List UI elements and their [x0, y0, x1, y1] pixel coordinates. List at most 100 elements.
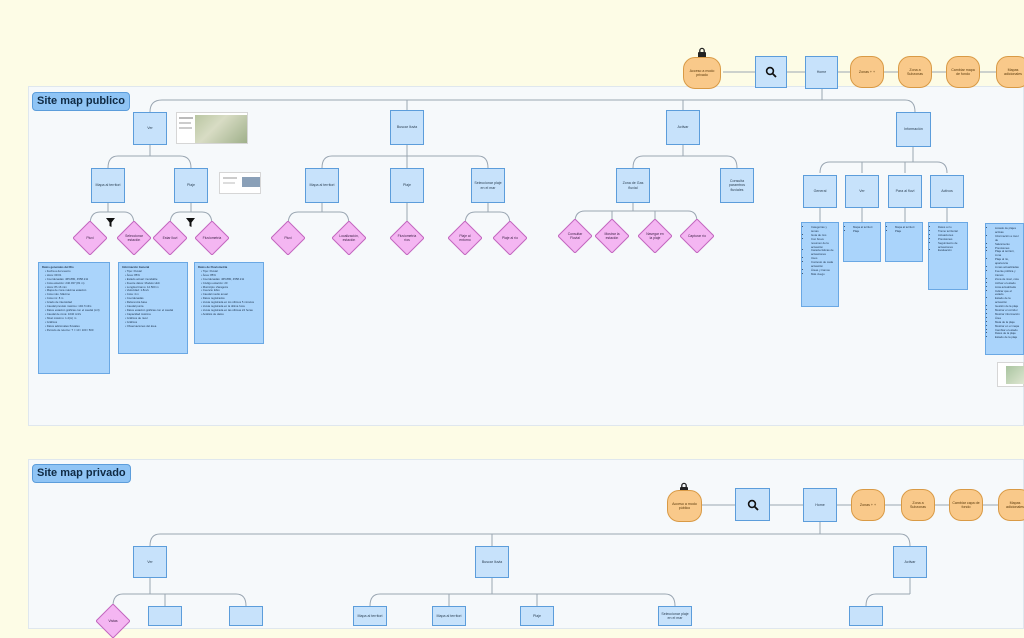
node-mapa-territori-1[interactable]: Mapa al territori [91, 168, 125, 203]
public-access-node[interactable]: Acceso a modo público [667, 490, 702, 522]
node-informacion[interactable]: Información [896, 112, 931, 147]
doc-list-item: Contexto de cada actuación [811, 260, 835, 269]
doc-list-item: Seguimiento de actuaciones [938, 241, 964, 250]
doc-line: • Cota: 4 m [125, 292, 139, 297]
node-activar[interactable]: Activar [666, 110, 700, 145]
doc-line: • Fecha a del evento [45, 268, 71, 273]
doc-list-item: Categorías y temas [811, 225, 835, 234]
node-ver-private[interactable]: Ver [133, 546, 167, 578]
node-plaje-1[interactable]: Plaje [174, 168, 208, 203]
doc-list-item: Mostrar en el mapa [995, 324, 1020, 329]
small-thumbnail [219, 172, 261, 194]
filter-icon [186, 214, 195, 227]
search-icon [765, 66, 777, 78]
node-ver-info[interactable]: Ver [845, 175, 879, 208]
doc-line: • Caudal medio anual [201, 292, 228, 297]
diamond-pluvi-1[interactable]: Pluvi [73, 221, 107, 255]
doc-list-item: Mapa al territori [853, 225, 877, 230]
flow-node-mapas-adicionales[interactable]: Mapas adicionales [996, 56, 1024, 88]
node-private-8[interactable] [849, 606, 883, 626]
node-private-3[interactable] [229, 606, 263, 626]
doc-list-item: Indicar que el estado [995, 289, 1020, 298]
diamond-mostrar-estacion[interactable]: Mostrar la estación [595, 219, 629, 253]
doc-line: • Datos registrados [201, 296, 225, 301]
node-zona-gas-fluvial[interactable]: Zona de Gas fluvial [616, 168, 650, 203]
private-sitemap-section [28, 459, 1024, 629]
flow-node-subzonas[interactable]: Zona a Subzonas [898, 56, 932, 88]
search-node-private[interactable] [735, 488, 770, 521]
doc-activos: Datos a ríoTramo territorialActuacionesP… [928, 222, 968, 290]
node-plaje-private[interactable]: Plaje [520, 606, 554, 626]
flow-node-cambiar-capa-private[interactable]: Cambiar capa de fondo [949, 489, 983, 521]
diamond-seleccionar-estacion[interactable]: Seleccionar estación [117, 221, 151, 255]
doc-list-item: Datos a río [938, 225, 964, 230]
node-buscar-lluvia[interactable]: Buscar lluvia [390, 110, 424, 145]
flow-node-cambiar-mapa[interactable]: Cambiar mapa de fondo [946, 56, 980, 88]
doc-heading: Datos generales del Río [42, 265, 74, 269]
node-para-fluvi[interactable]: Para al fluvi [888, 175, 922, 208]
doc-line: • Grado de intensidad [45, 300, 72, 305]
doc-line: • Análisis de datos [201, 311, 224, 316]
node-mapa-territori-2[interactable]: Mapa al territori [305, 168, 339, 203]
flow-node-zonas-private[interactable]: Zonas + + [851, 489, 885, 521]
diamond-fluviometria-rios[interactable]: Fluviometría ríos [390, 221, 424, 255]
doc-list-item: Evaluación [938, 249, 964, 253]
doc-line: • Cota máx. Máximo [45, 292, 71, 297]
doc-list-item: Zona de nivel, cota [995, 277, 1020, 282]
doc-line: • Lluvia registrada en los últimos 5 min… [201, 300, 255, 305]
doc-list-item: Actuaciones [938, 233, 964, 238]
doc-line: • Datos estación gráficas con el caudal [125, 307, 174, 312]
flow-node-zonas[interactable]: Zonas + + [850, 56, 884, 88]
doc-list-item: Mapa al territori [895, 225, 919, 230]
doc-line: • Estado actual: inundable [125, 276, 158, 281]
diamond-capturar-rio[interactable]: Capturar río [680, 219, 714, 253]
search-node[interactable] [755, 56, 787, 88]
node-mapa-territori-private-1[interactable]: Mapa al territori [353, 606, 387, 626]
diamond-fluviometria-1[interactable]: Fluviometría [195, 221, 229, 255]
home-node[interactable]: Home [805, 56, 838, 89]
doc-fluviometria: Datos de Fluviometría• Tipo: Fluvial• Ár… [194, 262, 264, 344]
diamond-navegar-plaje[interactable]: Navegar en la plaje [638, 219, 672, 253]
node-activos[interactable]: Activos [930, 175, 964, 208]
doc-list-item: Plaje al territori, zona [995, 250, 1020, 258]
node-consulta-parametros[interactable]: Consulta paramtros fluviales [720, 168, 754, 203]
flow-node-subzonas-private[interactable]: Zona a Subzonas [901, 489, 935, 521]
diamond-pluvi-2[interactable]: Pluvi [271, 221, 305, 255]
doc-line: • Lluvia registrada en las últimas 24 ho… [201, 307, 253, 312]
node-seleccionar-plaje-private[interactable]: Seleccionar plaje en el mar [658, 606, 692, 626]
diamond-localizacion-estacion[interactable]: Localización, estación [332, 221, 366, 255]
search-icon [747, 499, 759, 511]
node-general[interactable]: General [803, 175, 837, 208]
diamond-estar-lluvi[interactable]: Estar lluvi [153, 221, 187, 255]
doc-list-item: Con breve resumen de la actuación [811, 237, 835, 250]
node-activar-private[interactable]: Activar [893, 546, 927, 578]
diamond-plaje-rio[interactable]: Plaje al río [493, 221, 527, 255]
doc-line: • Gráficos [125, 319, 138, 324]
doc-heading: Datos de Fluviometría [198, 265, 228, 269]
doc-datos-rio: Datos generales del Río• Fecha a del eve… [38, 262, 110, 374]
diamond-plaje-entorno[interactable]: Plaje al entorno [448, 221, 482, 255]
doc-list-item: Guía de ríos [811, 233, 835, 238]
diamond-vistas-private[interactable]: Vistas [96, 604, 130, 638]
node-mapa-territori-private-2[interactable]: Mapa al territori [432, 606, 466, 626]
node-seleccionar-plaje[interactable]: Seleccionar plaje en el mar [471, 168, 505, 203]
home-node-private[interactable]: Home [803, 488, 837, 522]
section-title-private: Site map privado [32, 464, 131, 483]
node-buscar-lluvia-private[interactable]: Buscar lluvia [475, 546, 509, 578]
doc-line: • Gráficos [45, 319, 58, 324]
private-connectors [112, 504, 998, 607]
doc-list-item: Cambiar el estado [995, 328, 1020, 333]
private-access-node[interactable]: Acceso a modo privado [683, 57, 721, 89]
doc-list-item: Plaje [895, 229, 919, 234]
doc-line: • Cota mx: 8 m [45, 296, 64, 301]
node-plaje-2[interactable]: Plaje [390, 168, 424, 203]
doc-heading: Información General [122, 265, 150, 269]
doc-line: • Gráficos de nivel [125, 315, 148, 320]
node-private-2[interactable] [148, 606, 182, 626]
flow-node-mapas-adicionales-private[interactable]: Mapas adicionales [998, 489, 1024, 521]
node-ver[interactable]: Ver [133, 112, 167, 145]
doc-list-item: Mostrar el corridor [995, 308, 1020, 313]
diamond-consultar-fluvial[interactable]: Consultar Fluvial [558, 219, 592, 253]
